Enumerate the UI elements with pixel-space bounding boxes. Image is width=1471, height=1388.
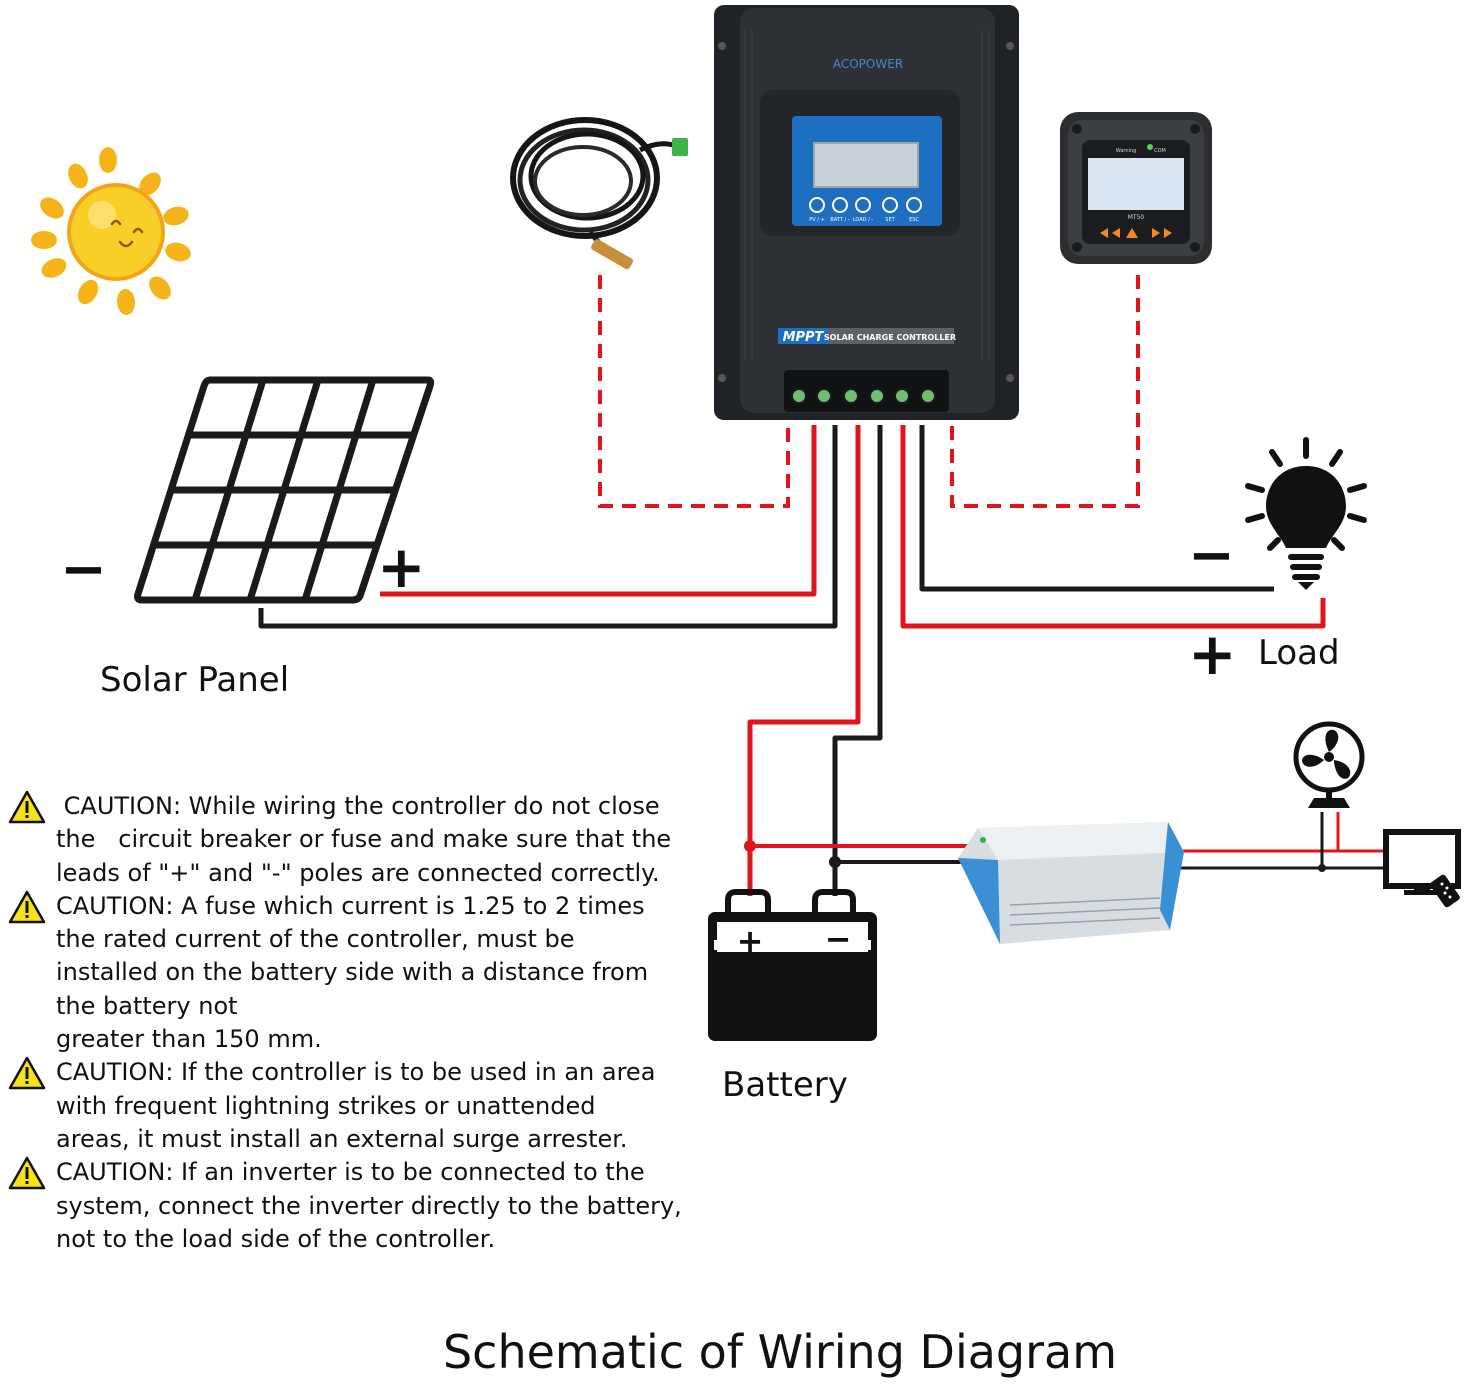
caution-note: CAUTION: While wiring the controller do … bbox=[8, 790, 708, 890]
caution-note: CAUTION: If an inverter is to be connect… bbox=[8, 1156, 708, 1256]
temp-sensor-link bbox=[598, 275, 790, 508]
temperature-sensor-icon bbox=[510, 117, 688, 270]
btn-label-esc: ESC bbox=[909, 217, 919, 223]
caution-text: CAUTION: If the controller is to be used… bbox=[56, 1058, 656, 1153]
warning-icon bbox=[8, 890, 46, 924]
caution-text: CAUTION: If an inverter is to be connect… bbox=[56, 1158, 682, 1253]
diagram-title: Schematic of Wiring Diagram bbox=[442, 1325, 1118, 1379]
controller-model-badge: MPPT bbox=[783, 330, 825, 345]
caution-note: CAUTION: If the controller is to be used… bbox=[8, 1056, 708, 1156]
caution-text: CAUTION: While wiring the controller do … bbox=[56, 792, 672, 887]
battery-icon bbox=[708, 889, 877, 1041]
caution-note: CAUTION: A fuse which current is 1.25 to… bbox=[8, 890, 708, 1056]
solar-panel-label: Solar Panel bbox=[100, 660, 290, 700]
junction-dot-fan bbox=[1318, 864, 1326, 872]
controller-button-labels: PV / + BATT / - LOAD / - SET ESC bbox=[809, 217, 919, 223]
solar-negative-wire bbox=[258, 425, 838, 629]
load-positive-wire bbox=[900, 425, 1326, 629]
inverter-icon bbox=[958, 822, 1184, 944]
caution-notes: CAUTION: While wiring the controller do … bbox=[8, 790, 708, 1256]
solar-panel-icon bbox=[134, 376, 435, 604]
fan-icon bbox=[1293, 721, 1365, 808]
charge-controller bbox=[714, 5, 1019, 420]
light-bulb-icon bbox=[1245, 437, 1367, 590]
television-icon bbox=[1383, 829, 1461, 908]
load-minus-sign: − bbox=[1188, 523, 1235, 588]
battery-minus-sign: − bbox=[825, 920, 852, 958]
warning-icon bbox=[8, 1057, 46, 1090]
solar-positive-wire bbox=[380, 425, 817, 597]
remote-meter bbox=[1060, 112, 1212, 264]
btn-label-load: LOAD / - bbox=[853, 217, 874, 223]
meter-model-label: MT50 bbox=[1128, 214, 1145, 221]
btn-label-batt: BATT / - bbox=[830, 217, 849, 223]
accessory-links bbox=[598, 275, 1140, 508]
junction-dot-negative bbox=[829, 856, 841, 868]
btn-label-pv: PV / + bbox=[809, 217, 825, 223]
sun-icon bbox=[31, 147, 191, 315]
battery-positive-wire bbox=[747, 425, 861, 896]
battery-label: Battery bbox=[722, 1065, 848, 1105]
caution-text: CAUTION: A fuse which current is 1.25 to… bbox=[56, 891, 649, 1054]
meter-com-label: COM bbox=[1154, 148, 1166, 154]
controller-brand: ACOPOWER bbox=[833, 57, 903, 71]
load-label: Load bbox=[1258, 633, 1340, 673]
solar-minus-sign: − bbox=[60, 537, 107, 602]
load-negative-wire bbox=[919, 425, 1274, 592]
junction-dot-positive bbox=[744, 840, 756, 852]
battery-negative-wire bbox=[832, 425, 883, 896]
battery-plus-sign: + bbox=[737, 922, 764, 960]
warning-icon bbox=[8, 790, 46, 824]
wires bbox=[258, 425, 1386, 896]
warning-icon bbox=[8, 1157, 46, 1190]
solar-plus-sign: + bbox=[377, 533, 426, 601]
load-plus-sign: + bbox=[1188, 620, 1237, 688]
btn-label-set: SET bbox=[885, 217, 895, 223]
controller-model-text: SOLAR CHARGE CONTROLLER bbox=[824, 333, 956, 342]
meter-warning-label: Warning bbox=[1116, 148, 1137, 154]
remote-meter-link bbox=[950, 275, 1140, 508]
